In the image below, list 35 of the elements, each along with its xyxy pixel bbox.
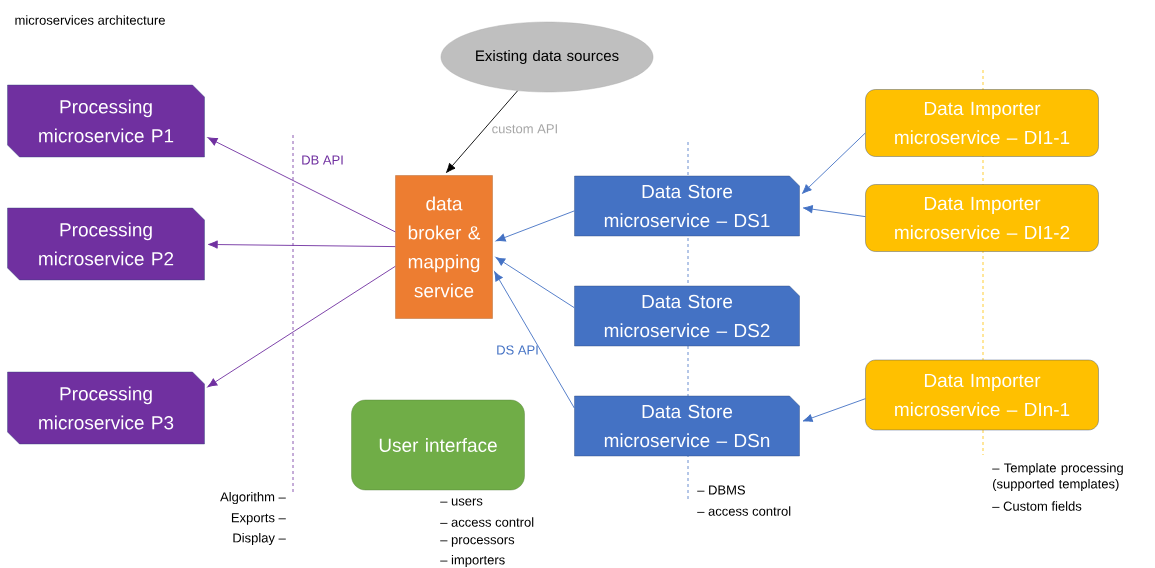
importer-box: Data Importer microservice – DI1-1 <box>865 89 1099 157</box>
feature-label: Display – <box>233 532 286 546</box>
title: microservices architecture <box>15 15 165 25</box>
processing-box: Processing microservice P3 <box>7 371 205 445</box>
arrow <box>494 271 575 409</box>
broker-box: data broker & mapping service <box>395 175 493 319</box>
data-store-box: Data Store microservice – DSn <box>574 395 800 457</box>
data-store-box: Data Store microservice – DS2 <box>574 285 800 347</box>
arrow <box>802 398 866 422</box>
processing-box: Processing microservice P2 <box>7 207 205 281</box>
feature-label: – Template processing (supported templates) <box>992 462 1123 492</box>
api-label: DB API <box>302 155 343 165</box>
feature-label: – DBMS <box>697 485 745 495</box>
feature-label: – processors <box>440 537 515 547</box>
arrow <box>495 210 575 242</box>
feature-label: – access control <box>697 506 791 516</box>
arrow <box>802 205 866 218</box>
processing-box: Processing microservice P1 <box>7 84 205 158</box>
importer-box: Data Importer microservice – DIn-1 <box>865 359 1099 431</box>
importer-box: Data Importer microservice – DI1-2 <box>865 184 1099 252</box>
data-store-box: Data Store microservice – DS1 <box>574 175 800 237</box>
feature-label: – access control <box>440 517 534 527</box>
arrow <box>801 132 866 194</box>
arrow <box>207 240 396 249</box>
arrow <box>207 137 396 233</box>
interface-box: User interface <box>351 399 525 491</box>
edge-label: custom API <box>490 123 560 135</box>
arrow <box>495 256 575 309</box>
feature-label: – Custom fields <box>992 501 1082 511</box>
api-label: DS API <box>497 345 538 355</box>
feature-label: Algorithm – <box>220 491 286 505</box>
feature-label: Exports – <box>231 513 286 525</box>
arrow <box>207 265 396 388</box>
feature-label: – importers <box>440 554 505 568</box>
arrow <box>446 90 519 173</box>
